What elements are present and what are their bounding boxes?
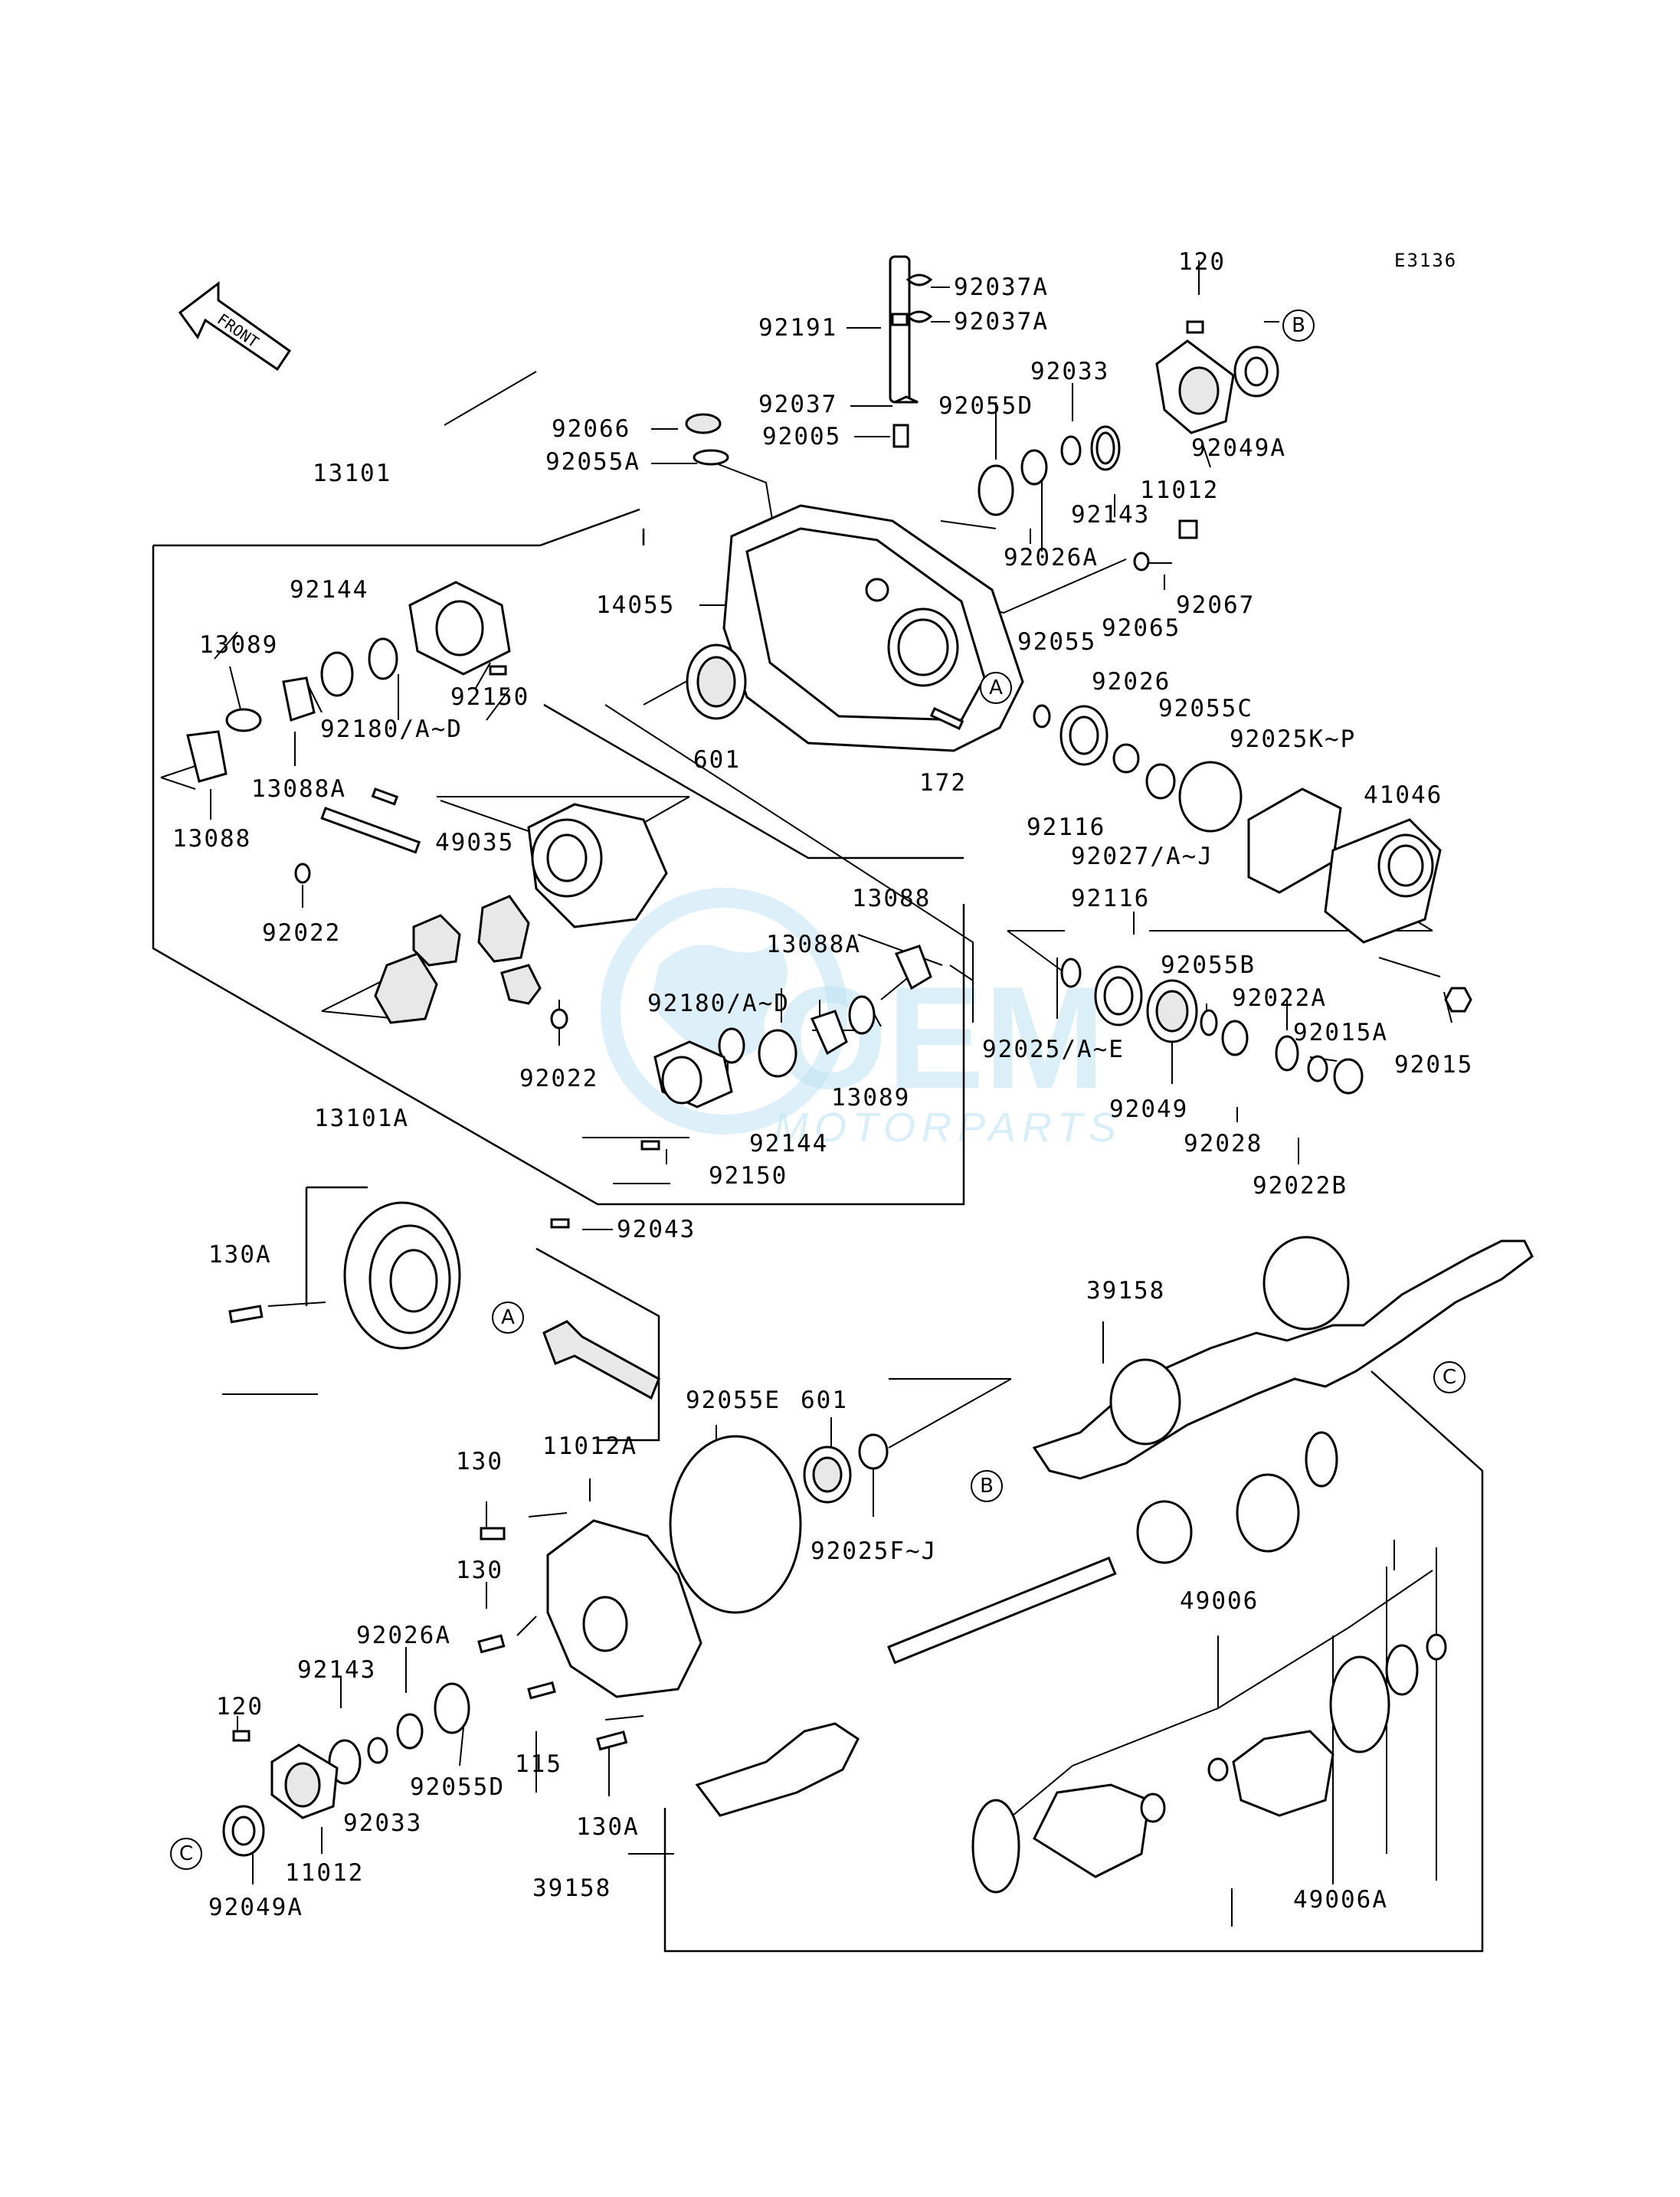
part-label: 120 — [216, 1693, 264, 1721]
part-label: 13088 — [172, 825, 251, 853]
part-label: 92025/A~E — [982, 1036, 1125, 1063]
svg-text:B: B — [980, 1475, 994, 1498]
part-label: 92005 — [762, 423, 841, 450]
part-label: 92143 — [297, 1656, 376, 1684]
part-label: 92116 — [1071, 885, 1150, 912]
part-label: 92055B — [1161, 951, 1256, 979]
part-label: 92055C — [1158, 695, 1253, 722]
part-label: 13089 — [199, 631, 278, 659]
part-label: 130A — [208, 1241, 272, 1269]
part-label: 92144 — [749, 1130, 828, 1157]
part-label: 49006A — [1293, 1886, 1388, 1914]
part-label: 92065 — [1102, 614, 1181, 642]
part-label: 115 — [515, 1750, 562, 1778]
part-label: 120 — [1178, 248, 1226, 276]
part-label: 92116 — [1027, 814, 1105, 841]
ref-marker-b2: B — [971, 1470, 1003, 1502]
part-label: 172 — [919, 769, 967, 797]
part-label: 92066 — [552, 415, 630, 443]
part-label: 92180/A~D — [647, 990, 790, 1017]
part-label: 11012 — [285, 1859, 364, 1887]
part-label: 92026A — [1004, 544, 1099, 571]
svg-text:B: B — [1292, 314, 1305, 337]
part-label: 130 — [456, 1448, 503, 1475]
part-label: 92055D — [938, 392, 1033, 420]
part-label: 13088A — [766, 931, 861, 958]
part-label: 92180/A~D — [320, 715, 463, 743]
ref-marker-b1: B — [1282, 309, 1315, 342]
part-label: 11012A — [542, 1432, 637, 1460]
part-label: 92049A — [208, 1894, 303, 1921]
part-label: 13101A — [314, 1105, 409, 1132]
part-label: 92037A — [954, 308, 1049, 336]
part-label: 92143 — [1071, 501, 1150, 529]
part-label: 92150 — [450, 683, 529, 711]
part-label: 49006 — [1180, 1587, 1259, 1615]
diagram-code: E3136 — [1394, 250, 1457, 271]
part-label: 92144 — [290, 576, 368, 604]
part-label: 41046 — [1364, 781, 1443, 809]
part-label: 92150 — [709, 1162, 788, 1190]
part-label: 92022A — [1232, 984, 1327, 1012]
part-label: 92055E — [686, 1387, 781, 1414]
part-label: 92025K~P — [1230, 725, 1356, 753]
part-label: 92022 — [262, 919, 341, 947]
part-label: 92015 — [1394, 1051, 1473, 1079]
part-label: 92191 — [758, 314, 837, 342]
part-label: 13088A — [251, 775, 346, 803]
svg-text:A: A — [501, 1306, 515, 1329]
ref-marker-c2: C — [170, 1838, 202, 1870]
part-label: 49035 — [435, 829, 514, 856]
ref-marker-c1: C — [1433, 1361, 1465, 1393]
part-label: 92049A — [1191, 434, 1286, 462]
part-labels: 92037A 92037A 92191 120 92037 92033 9206… — [172, 248, 1473, 1921]
part-label: 14055 — [596, 591, 675, 619]
part-label: 601 — [801, 1387, 848, 1414]
part-label: 13088 — [852, 885, 931, 912]
svg-text:C: C — [179, 1842, 193, 1865]
part-label: 13089 — [831, 1084, 910, 1112]
part-label: 11012 — [1140, 476, 1219, 504]
ref-marker-a1: A — [980, 672, 1012, 704]
part-label: 92028 — [1184, 1130, 1262, 1157]
assembly-box-13101 — [152, 508, 965, 1206]
parts-shapes — [186, 255, 1534, 1894]
part-label: 92033 — [1030, 358, 1109, 385]
part-label: 92037A — [954, 273, 1049, 301]
part-label: 92067 — [1176, 591, 1255, 619]
part-label: 92055 — [1017, 628, 1096, 656]
ref-marker-a2: A — [492, 1302, 524, 1334]
part-label: 92055D — [410, 1773, 505, 1801]
part-label: 13101 — [313, 460, 391, 487]
part-label: 92043 — [617, 1216, 696, 1243]
part-label: 92055A — [545, 448, 640, 476]
part-label: 92027/A~J — [1071, 843, 1213, 870]
svg-text:A: A — [989, 676, 1003, 699]
part-label: 92022 — [519, 1065, 598, 1092]
watermark-tagline: MOTORPARTS — [774, 1105, 1122, 1151]
watermark: OEM MOTORPARTS — [601, 888, 1122, 1151]
part-label: 92026A — [356, 1622, 451, 1649]
assembly-box-39158 — [663, 1370, 1484, 1953]
part-label: 92025F~J — [811, 1537, 937, 1565]
part-label: 92033 — [343, 1809, 422, 1837]
part-label: 601 — [693, 746, 741, 774]
front-arrow-icon: FRONT — [178, 280, 292, 372]
part-label: 92026 — [1092, 668, 1171, 696]
part-label: 39158 — [532, 1874, 611, 1902]
part-label: 92015A — [1293, 1019, 1388, 1046]
part-label: 92022B — [1253, 1172, 1348, 1200]
part-label: 92037 — [758, 391, 837, 418]
part-label: 130A — [576, 1813, 640, 1841]
svg-text:C: C — [1443, 1366, 1456, 1389]
part-label: 39158 — [1086, 1277, 1165, 1305]
part-label: 130 — [456, 1557, 503, 1584]
part-label: 92049 — [1109, 1095, 1188, 1123]
